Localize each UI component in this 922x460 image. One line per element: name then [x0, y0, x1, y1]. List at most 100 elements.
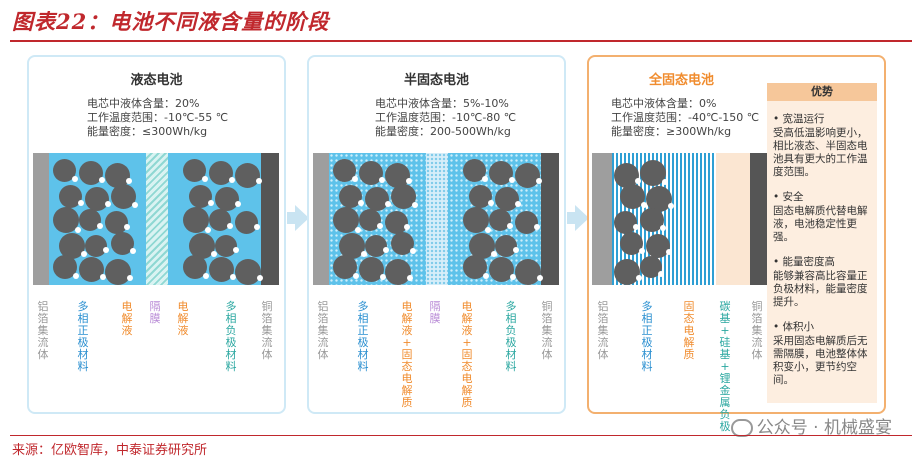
electrode-particle: [235, 163, 260, 188]
spec-list: 电芯中液体含量：20% 工作温度范围：-10℃-55 ℃ 能量密度：≤300Wh…: [87, 97, 228, 139]
electrolyte-droplet: [99, 177, 105, 183]
electrode-particle: [105, 163, 130, 188]
electrolyte-droplet: [72, 176, 78, 182]
electrolyte-droplet: [355, 227, 361, 233]
layer-label: 铝箔集流体: [597, 300, 609, 361]
electrolyte-droplet: [235, 201, 241, 207]
electrode-particle: [359, 209, 381, 231]
electrolyte-droplet: [509, 177, 515, 183]
electrolyte-droplet: [482, 176, 488, 182]
electrolyte-droplet: [103, 247, 109, 253]
electrode-particle: [614, 259, 640, 285]
electrode-particle: [620, 184, 645, 209]
layer-label: 电解液+固态电解质: [461, 300, 473, 409]
electrolyte-droplet: [658, 271, 664, 277]
electrode-particle: [515, 211, 538, 234]
spec-temp-range: 工作温度范围：-10℃-55 ℃: [87, 111, 229, 124]
layer-label: 多相正极材料: [641, 300, 653, 373]
electrode-particle: [489, 209, 511, 231]
advantage-heading: • 宽温运行: [773, 113, 825, 125]
electrolyte-droplet: [635, 178, 641, 184]
electrode-particle: [515, 163, 540, 188]
electrolyte-droplet: [78, 200, 84, 206]
electrode-particle: [469, 233, 495, 259]
electrode-particle: [189, 233, 215, 259]
copper-foil-layer: [750, 153, 770, 285]
advantages-title: 优势: [767, 83, 877, 101]
aluminum-foil-layer: [33, 153, 49, 285]
layer-label: 碳基+硅基+锂金属负极: [719, 300, 731, 433]
panel-title: 全固态电池: [648, 73, 714, 88]
layer-label: 电解液+固态电解质: [401, 300, 413, 409]
layer-label: 铜箔集流体: [261, 300, 273, 361]
electrolyte-droplet: [230, 274, 236, 280]
panel-liquid-battery: 液态电池 电芯中液体含量：20% 工作温度范围：-10℃-55 ℃ 能量密度：≤…: [27, 55, 286, 414]
spec-temp-range: 工作温度范围：-40℃-150 ℃: [611, 111, 760, 124]
source-note: 来源：亿欧智库，中泰证券研究所: [12, 443, 208, 458]
electrolyte-droplet: [203, 273, 209, 279]
electrolyte-droplet: [515, 201, 521, 207]
electrode-particle: [111, 232, 134, 255]
layer-label: 铜箔集流体: [751, 300, 763, 361]
electrolyte-droplet: [100, 274, 106, 280]
electrode-particle: [463, 207, 489, 233]
watermark-text: 公众号 · 机械盛宴: [756, 418, 892, 438]
electrolyte-droplet: [205, 227, 211, 233]
electrode-particle: [209, 257, 234, 282]
stage-arrow-2: [575, 205, 589, 231]
advantage-heading: • 体积小: [773, 321, 815, 333]
stage-arrow-tail: [567, 212, 575, 224]
layer-label: 多相负极材料: [505, 300, 517, 373]
electrolyte-droplet: [407, 275, 413, 281]
panel-solid-state-battery: 全固态电池 电芯中液体含量：0% 工作温度范围：-40℃-150 ℃ 能量密度：…: [587, 55, 886, 433]
battery-cell-diagram: [592, 153, 770, 285]
electrolyte-droplet: [352, 176, 358, 182]
electrolyte-droplet: [211, 251, 217, 257]
electrode-particle: [463, 159, 486, 182]
stage-arrow-tail: [287, 212, 295, 224]
electrolyte-droplet: [383, 247, 389, 253]
electrolyte-droplet: [229, 177, 235, 183]
battery-cell-diagram: [313, 153, 559, 285]
electrolyte-droplet: [377, 223, 383, 229]
electrolyte-droplet: [662, 179, 668, 185]
electrolyte-droplet: [507, 223, 513, 229]
electrode-particle: [339, 185, 362, 208]
electrolyte-droplet: [257, 275, 263, 281]
electrolyte-droplet: [485, 227, 491, 233]
separator-layer: [426, 153, 448, 285]
electrode-particle: [469, 185, 492, 208]
advantages-box: 优势 • 宽温运行 受高低温影响更小，相比液态、半固态电池具有更大的工作温度范围…: [767, 83, 877, 403]
electrolyte-droplet: [126, 178, 132, 184]
electrolyte-droplet: [105, 201, 111, 207]
electrolyte-droplet: [358, 200, 364, 206]
electrolyte-droplet: [233, 247, 239, 253]
electrode-particle: [105, 211, 128, 234]
copper-foil-layer: [541, 153, 559, 285]
electrode-particle: [235, 211, 258, 234]
electrolyte-droplet: [483, 273, 489, 279]
spec-liquid-content: 电芯中液体含量：5%-10%: [375, 97, 509, 110]
layer-label: 多相正极材料: [357, 300, 369, 373]
electrolyte-droplet: [132, 202, 138, 208]
electrode-particle: [385, 259, 411, 285]
anode-composite-layer: [716, 153, 750, 285]
title-divider: [10, 40, 912, 42]
electrolyte-droplet: [491, 251, 497, 257]
layer-label: 隔膜: [149, 300, 161, 325]
electrolyte-droplet: [536, 178, 542, 184]
electrode-particle: [183, 159, 206, 182]
electrolyte-droplet: [353, 273, 359, 279]
electrode-particle: [339, 233, 365, 259]
electrode-particle: [85, 235, 107, 257]
electrode-particle: [385, 163, 410, 188]
layer-label: 铝箔集流体: [37, 300, 49, 361]
electrolyte-droplet: [75, 227, 81, 233]
electrode-particle: [333, 159, 356, 182]
electrode-particle: [614, 211, 637, 234]
electrode-particle: [59, 185, 82, 208]
electrolyte-droplet: [97, 223, 103, 229]
electrode-particle: [614, 163, 639, 188]
layer-label: 多相负极材料: [225, 300, 237, 373]
electrode-particle: [495, 187, 519, 211]
